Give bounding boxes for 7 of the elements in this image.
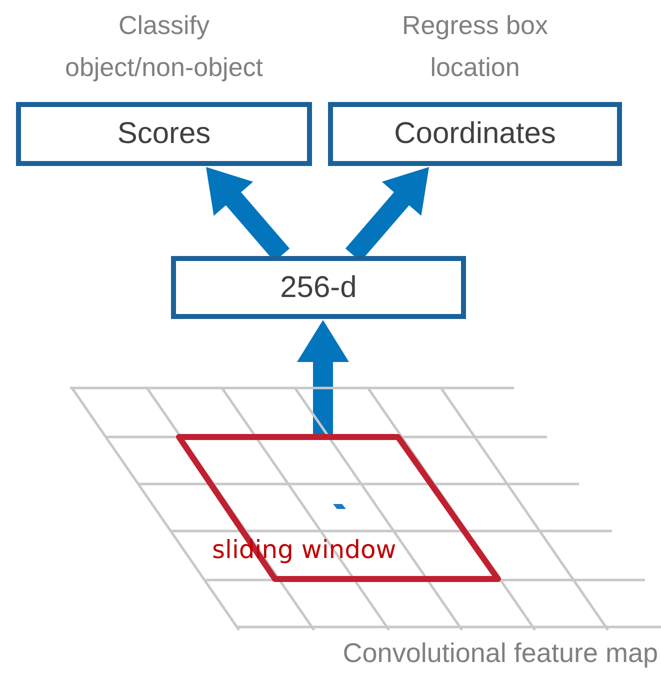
process-box: 256-d [171, 256, 466, 319]
arrow [297, 320, 349, 436]
annotation-text: Classify object/non-object [64, 9, 264, 84]
process-box: Coordinates [328, 102, 622, 166]
process-box: Scores [16, 102, 312, 166]
annotation-text: Regress box location [401, 9, 549, 84]
map-caption: Convolutional feature map [342, 638, 658, 669]
